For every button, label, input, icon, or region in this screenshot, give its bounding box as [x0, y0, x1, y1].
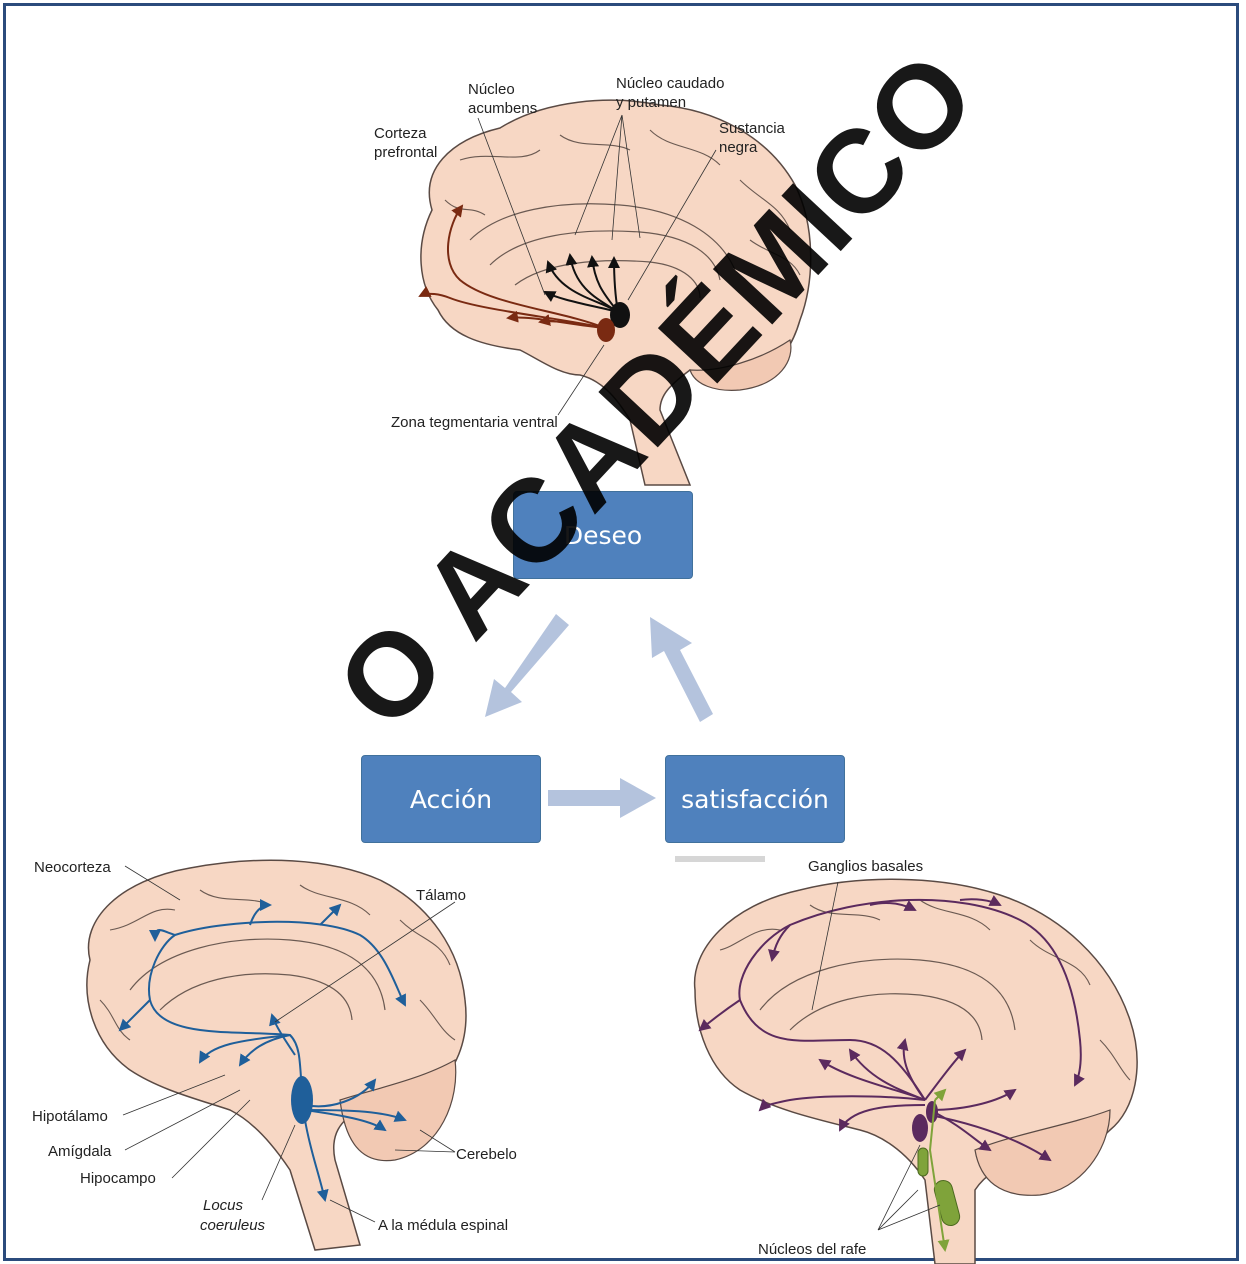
label-medula-espinal: A la médula espinal [378, 1216, 508, 1235]
label-amigdala: Amígdala [48, 1142, 111, 1161]
label-corteza-prefrontal: Corteza prefrontal [374, 124, 437, 162]
label-ganglios-basales: Ganglios basales [808, 857, 923, 876]
locus-coeruleus-nucleus [291, 1076, 313, 1124]
label-zona-tegmentaria: Zona tegmentaria ventral [391, 413, 558, 432]
box-satisfaccion: satisfacción [665, 755, 845, 843]
rafe-nucleus-upper [912, 1114, 928, 1142]
label-hipocampo: Hipocampo [80, 1169, 156, 1188]
arrow-deseo-to-accion [485, 614, 569, 717]
label-coeruleus: coeruleus [200, 1216, 265, 1235]
box-deseo: Deseo [513, 491, 693, 579]
left-brain-cortex [87, 860, 466, 1250]
right-brain-cortex [695, 879, 1137, 1264]
label-neocorteza: Neocorteza [34, 858, 111, 877]
box-accion: Acción [361, 755, 541, 843]
arrow-satisfaccion-to-deseo [650, 617, 713, 722]
label-sustancia-negra: Sustancia negra [719, 119, 785, 157]
label-hipotalamo: Hipotálamo [32, 1107, 108, 1126]
arrow-accion-to-satisfaccion [548, 778, 656, 818]
label-talamo: Tálamo [416, 886, 466, 905]
label-nucleo-caudado: Núcleo caudado y putamen [616, 74, 724, 112]
left-brain-illustration [87, 860, 466, 1250]
label-nucleo-acumbens: Núcleo acumbens [468, 80, 537, 118]
label-nucleos-rafe: Núcleos del rafe [758, 1240, 866, 1259]
label-locus: Locus [203, 1196, 243, 1215]
right-brain-illustration [675, 856, 1137, 1264]
zona-tegmentaria-nucleus [597, 318, 615, 342]
label-cerebelo: Cerebelo [456, 1145, 517, 1164]
